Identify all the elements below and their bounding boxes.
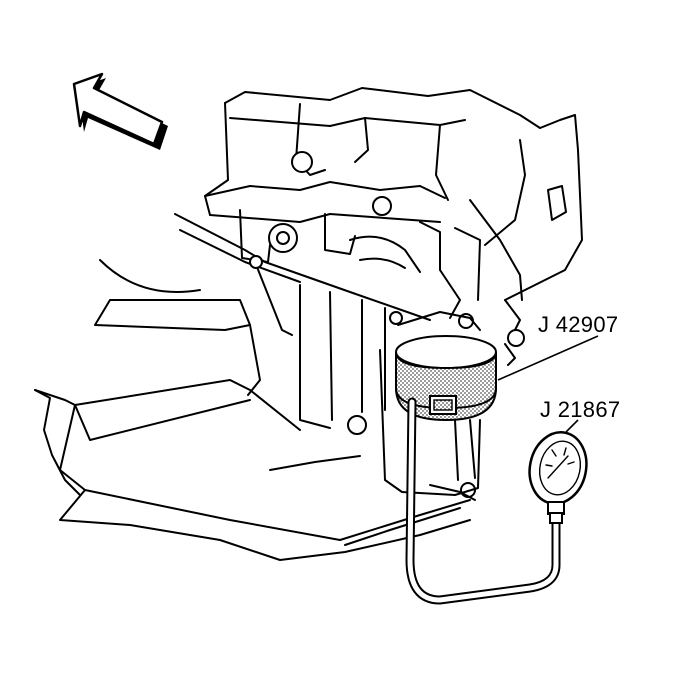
oil-pressure-gauge: [528, 431, 588, 524]
oil-pressure-adapter-tool: [395, 335, 497, 422]
adapter-leader-line: [497, 335, 599, 381]
engine-block: [174, 87, 541, 429]
adapter-tool-callout: J 42907: [538, 312, 619, 337]
oil-pan: [34, 259, 476, 561]
front-direction-arrow-icon: [72, 72, 168, 150]
oil-filter-housing: [379, 311, 481, 496]
gauge-leader-line: [565, 419, 579, 433]
gauge-tool-callout: J 21867: [540, 397, 621, 422]
transmission-bell-housing: [439, 114, 583, 366]
gauge-hose: [405, 397, 561, 605]
